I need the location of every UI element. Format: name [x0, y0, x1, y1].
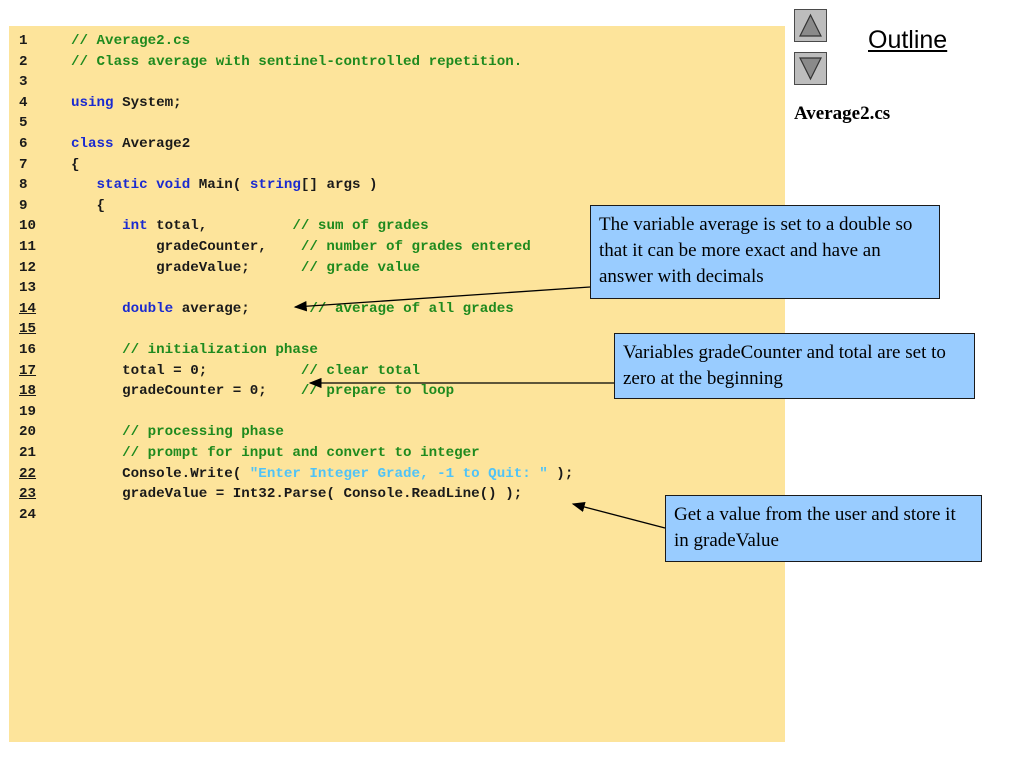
code-token: total, — [147, 218, 293, 235]
callout-average: The variable average is set to a double … — [590, 205, 940, 299]
code-token: Main( — [190, 177, 250, 194]
code-token: Average2 — [113, 136, 191, 152]
line-number: 12 — [19, 259, 37, 276]
line-number: 16 — [19, 342, 37, 358]
line-number: 22 — [19, 465, 37, 482]
line-number: 21 — [19, 445, 37, 461]
triangle-up-icon — [799, 13, 822, 37]
code-token: average; — [173, 300, 310, 317]
line-number: 14 — [19, 300, 37, 317]
code-token — [71, 218, 122, 234]
line-number: 18 — [19, 383, 37, 400]
code-text: // processing phase — [71, 422, 284, 442]
code-text: // initialization phase — [71, 340, 318, 360]
code-text: total = 0; // clear total — [71, 361, 420, 381]
code-token: using — [71, 94, 114, 111]
code-token — [71, 301, 122, 317]
triangle-down-icon — [799, 57, 822, 81]
code-token: int — [122, 218, 148, 235]
code-token: class — [71, 136, 114, 152]
code-token: // prompt for input and convert to integ… — [122, 445, 480, 461]
code-token: { — [71, 156, 80, 173]
code-token: double — [122, 300, 174, 317]
line-number: 6 — [19, 136, 28, 152]
code-token: static — [96, 177, 148, 194]
line-number: 24 — [19, 506, 37, 523]
code-token: gradeCounter = 0; — [71, 383, 301, 400]
code-token — [71, 445, 122, 461]
code-token: gradeValue; — [71, 259, 301, 276]
line-number: 17 — [19, 362, 37, 379]
code-text: // prompt for input and convert to integ… — [71, 443, 480, 463]
code-text: { — [71, 196, 106, 216]
code-token: // prepare to loop — [300, 383, 455, 400]
code-token — [71, 177, 97, 193]
code-token: // grade value — [300, 259, 421, 276]
line-number: 4 — [19, 94, 28, 111]
next-slide-button[interactable] — [794, 52, 827, 85]
code-token — [71, 342, 122, 358]
line-number: 5 — [19, 115, 28, 132]
code-text: { — [71, 155, 80, 175]
code-token — [71, 424, 122, 440]
code-token: string — [249, 177, 301, 194]
line-number: 9 — [19, 197, 28, 214]
code-token: ); — [547, 465, 574, 482]
line-number: 19 — [19, 403, 37, 420]
code-token: // Average2.cs — [71, 33, 191, 49]
code-token: { — [71, 197, 106, 214]
code-token: // average of all grades — [309, 300, 514, 317]
code-text: gradeValue = Int32.Parse( Console.ReadLi… — [71, 484, 522, 504]
code-token: total = 0; — [71, 362, 301, 379]
line-number: 1 — [19, 33, 28, 49]
code-text: using System; — [71, 93, 182, 113]
code-token: gradeCounter, — [71, 239, 301, 255]
file-name-label: Average2.cs — [794, 103, 891, 124]
code-token: "Enter Integer Grade, -1 to Quit: " — [249, 465, 548, 482]
callout-counters: Variables gradeCounter and total are set… — [614, 333, 975, 399]
previous-slide-button[interactable] — [794, 9, 827, 42]
line-number: 8 — [19, 177, 28, 194]
line-number: 11 — [19, 239, 37, 255]
code-text: gradeValue; // grade value — [71, 258, 420, 278]
code-text: // Average2.cs — [71, 31, 190, 51]
code-token: void — [156, 177, 191, 194]
line-number: 10 — [19, 218, 37, 235]
code-token — [148, 177, 157, 193]
code-text: int total, // sum of grades — [71, 216, 429, 236]
code-text: Console.Write( "Enter Integer Grade, -1 … — [71, 464, 573, 484]
code-token: // sum of grades — [292, 218, 429, 235]
line-number: 23 — [19, 486, 37, 503]
line-number: 20 — [19, 424, 37, 441]
code-token: [] args ) — [300, 177, 378, 194]
line-number: 13 — [19, 280, 37, 297]
code-token: gradeValue = Int32.Parse( Console.ReadLi… — [71, 486, 523, 503]
code-text: gradeCounter = 0; // prepare to loop — [71, 381, 454, 401]
line-number: 15 — [19, 321, 37, 338]
code-token: // clear total — [300, 362, 421, 379]
code-text: double average; // average of all grades — [71, 299, 514, 319]
line-number: 2 — [19, 53, 28, 70]
code-token: Console.Write( — [71, 465, 250, 482]
outline-link[interactable]: Outline — [868, 26, 948, 54]
code-text: class Average2 — [71, 134, 190, 154]
callout-input: Get a value from the user and store it i… — [665, 495, 982, 562]
code-token: // Class average with sentinel-controlle… — [71, 53, 523, 70]
code-token: // number of grades entered — [300, 239, 531, 255]
code-text: static void Main( string[] args ) — [71, 175, 378, 195]
code-token: System; — [113, 94, 182, 111]
line-number: 7 — [19, 156, 28, 173]
code-text: gradeCounter, // number of grades entere… — [71, 237, 531, 257]
code-token: // processing phase — [122, 424, 284, 441]
line-number: 3 — [19, 74, 28, 91]
code-token: // initialization phase — [122, 342, 318, 358]
code-text: // Class average with sentinel-controlle… — [71, 52, 522, 72]
